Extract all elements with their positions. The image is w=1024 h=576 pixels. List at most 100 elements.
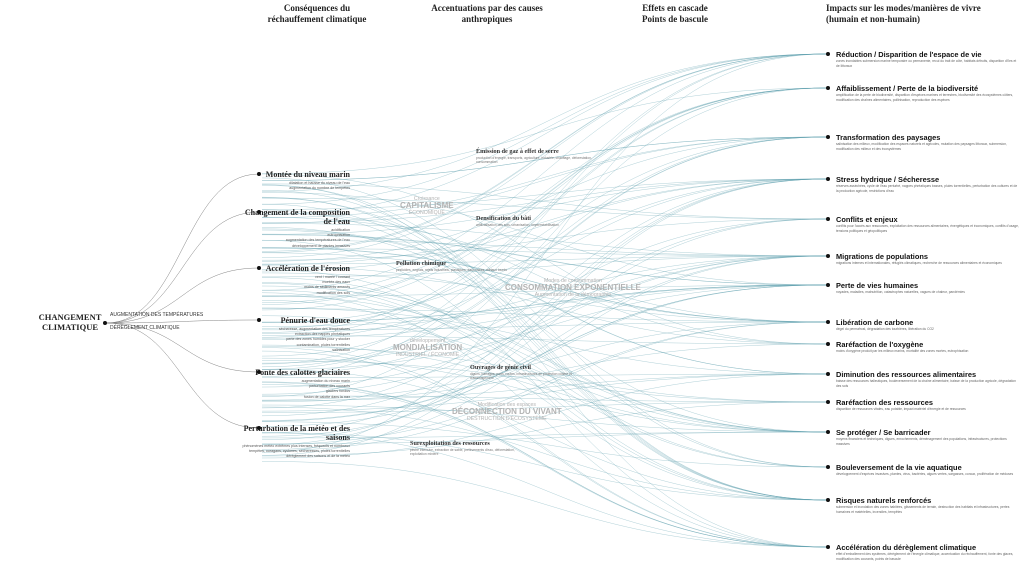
impact-desc: amplification de la perte de biodiversit… — [836, 93, 1014, 102]
causal-link — [261, 284, 828, 371]
causal-link — [261, 285, 828, 433]
root-link — [105, 211, 260, 324]
causal-link — [261, 173, 828, 345]
causal-link — [261, 373, 828, 459]
causal-link — [261, 87, 828, 397]
causal-link — [261, 404, 828, 433]
impact-dot — [826, 283, 830, 287]
causal-link — [261, 136, 828, 224]
cause-node-desc: artificialisation des sols, urbanisation… — [476, 223, 559, 227]
consequence-item: eutrophisation — [327, 233, 350, 238]
causal-link — [261, 315, 828, 433]
cause-node-desc: digues, barrages, ports, routes, infrast… — [470, 372, 572, 381]
causal-link — [261, 136, 828, 357]
causal-link — [261, 350, 828, 548]
impact-title: Perte de vies humaines — [836, 281, 919, 290]
causal-link — [261, 53, 828, 365]
causal-link — [261, 373, 828, 412]
consequence-title: Accélération de l'érosion — [265, 264, 350, 273]
causal-link — [261, 255, 828, 395]
causal-link — [261, 136, 828, 329]
consequence-item: perte des zones humides pour y stocker — [286, 337, 350, 342]
impact-dot — [826, 52, 830, 56]
consequence-dot — [257, 426, 261, 430]
causal-link — [261, 212, 828, 345]
root-link — [105, 322, 260, 429]
consequence-item: développement de plantes invasives — [292, 243, 350, 248]
impact-dot — [826, 217, 830, 221]
impact-dot — [826, 465, 830, 469]
causal-link — [261, 53, 828, 258]
causal-link — [261, 284, 828, 427]
causal-link — [261, 421, 828, 468]
root-node-title: CHANGEMENT CLIMATIQUE — [38, 312, 102, 332]
causal-link — [261, 203, 828, 501]
consequence-item: phénomènes météo extrêmes plus intenses,… — [242, 444, 350, 448]
causal-link — [261, 178, 828, 210]
causal-link — [261, 239, 828, 548]
driver-group-sub: Croissance — [413, 196, 440, 202]
causal-link — [261, 247, 828, 323]
causal-link — [261, 178, 828, 340]
causal-link — [261, 87, 828, 305]
causal-link — [261, 373, 828, 378]
causal-link — [261, 283, 828, 501]
impact-dot — [826, 254, 830, 258]
causal-link — [261, 178, 828, 265]
consequence-item: contamination, pluies torrentielles — [296, 342, 350, 347]
root-node-dot — [103, 321, 107, 325]
consequence-node: Fonte des calottes glaciaires augmentatio… — [240, 368, 350, 400]
causal-link — [261, 284, 828, 297]
consequence-item: sécheresse, augmentation des température… — [278, 327, 350, 331]
causal-link — [261, 308, 828, 323]
causal-link — [261, 178, 828, 272]
causal-link — [261, 284, 828, 327]
causal-link — [261, 192, 828, 286]
causal-link — [261, 346, 828, 403]
causal-link — [261, 178, 828, 323]
impact-dot — [826, 320, 830, 324]
root-link — [105, 319, 260, 324]
impact-desc: réserves asséchées, cycle de l'eau pertu… — [836, 184, 1018, 193]
causal-link — [261, 197, 828, 220]
causal-link — [261, 218, 828, 375]
causal-link — [261, 321, 828, 401]
causal-link — [261, 255, 828, 265]
consequence-title: Pénurie d'eau douce — [280, 316, 350, 325]
impact-title: Transformation des paysages — [836, 133, 941, 142]
impact-desc: effet d'emballement des systèmes, dérègl… — [836, 552, 1014, 561]
consequence-item: augmentation du niveau marin — [301, 379, 350, 383]
header-effets: Effets en cascade Points de bascule — [641, 3, 708, 24]
impact-dot — [826, 86, 830, 90]
impact-desc: noyades, maladies, malnutrition, catastr… — [836, 290, 965, 294]
impact-desc: salinisation des milieux, modification d… — [836, 142, 1007, 151]
causal-link — [261, 217, 828, 323]
consequence-title: Fonte des calottes glaciaires — [255, 368, 350, 377]
consequence-item: perturbation des courants — [309, 384, 350, 389]
causal-link — [261, 136, 828, 181]
root-link — [105, 173, 260, 324]
driver-group-title: DÉCONNECTION DU VIVANT — [452, 407, 562, 416]
consequence-item: dérèglement des saisons et de la météo — [286, 454, 350, 459]
causal-link — [261, 360, 828, 403]
causal-link — [261, 347, 828, 548]
root-sub-dereglement: DÉRÈGLEMENT CLIMATIQUE — [110, 325, 180, 331]
causal-link — [261, 289, 828, 468]
causal-link — [261, 343, 828, 402]
causal-link — [261, 255, 828, 437]
causal-link — [261, 87, 828, 297]
causal-link — [261, 178, 828, 456]
cause-node-title: Surexploitation des ressources — [410, 440, 490, 447]
causal-link — [261, 255, 828, 388]
consequence-dot — [257, 266, 261, 270]
consequence-item: moins de sédiments amenés — [304, 285, 350, 290]
consequence-item: extraction des nappes phréatiques — [295, 332, 350, 337]
